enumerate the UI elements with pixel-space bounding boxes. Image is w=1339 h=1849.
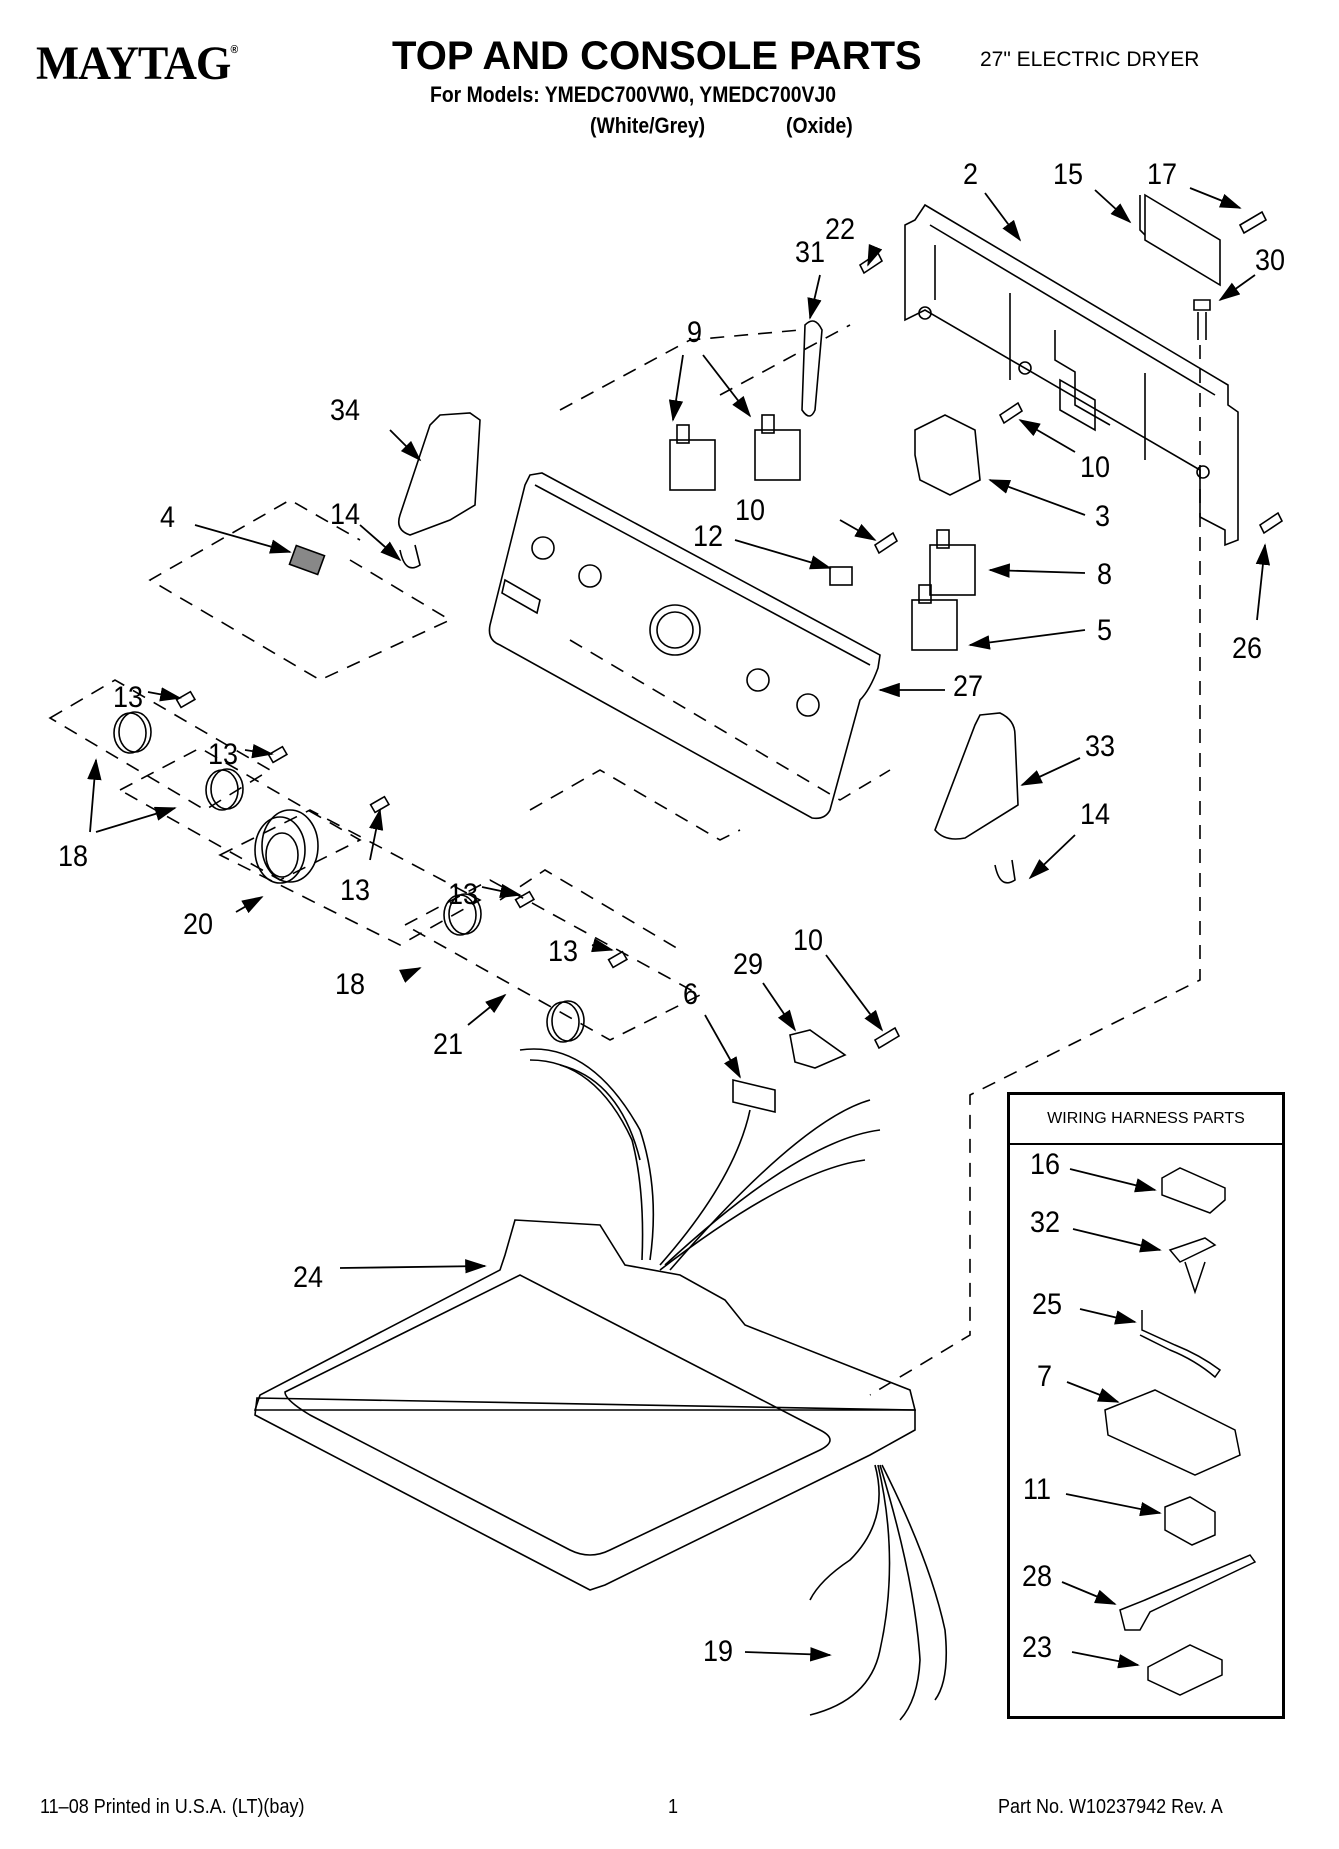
callout-18-right: 18 [335,968,366,1001]
registered-mark: ® [230,44,238,56]
console-panel [488,472,881,820]
harness-callout-16: 16 [1030,1148,1061,1181]
leader-arrows [87,187,1271,1669]
callout-6: 6 [683,978,699,1011]
wiring-harness-parts-box: WIRING HARNESS PARTS [1007,1092,1285,1719]
part-14-clip-left [399,544,421,569]
part-number: Part No. W10237942 Rev. A [998,1796,1223,1818]
brand-name: MAYTAG [36,37,231,90]
callout-12: 12 [693,520,724,553]
control-panel-backplate [904,203,1239,547]
part-28-drawing [1119,1554,1257,1631]
callout-21: 21 [433,1028,464,1061]
product-type: 27" ELECTRIC DRYER [980,48,1200,71]
page-title: TOP AND CONSOLE PARTS [392,34,922,78]
callout-34: 34 [330,394,361,427]
callout-13-c: 13 [340,874,371,907]
callout-10-upper: 10 [1080,451,1111,484]
part-34-end-cap [397,412,481,536]
callout-14-left: 14 [330,498,361,531]
part-24-top-panel [253,1219,917,1591]
callout-4: 4 [160,501,176,534]
callout-31: 31 [795,236,826,269]
callout-27: 27 [953,670,984,703]
callout-13-b: 13 [208,738,239,771]
harness-box-title: WIRING HARNESS PARTS [1010,1095,1282,1145]
callout-26: 26 [1232,632,1263,665]
assembly-lines [48,324,1201,1396]
callout-13-a: 13 [113,681,144,714]
callout-17: 17 [1147,158,1178,191]
variant-white-grey: (White/Grey) [590,113,706,138]
wire-harness-upper [519,1029,881,1271]
harness-callout-28: 28 [1022,1560,1053,1593]
callout-22: 22 [825,213,856,246]
part-31-bracket [801,320,823,417]
maytag-logo: MAYTAG® [36,36,238,91]
switch-blocks [669,414,976,651]
part-4-lens [288,544,326,576]
spring-clips [175,690,629,969]
callout-5: 5 [1097,614,1113,647]
print-info: 11–08 Printed in U.S.A. (LT)(bay) [40,1796,305,1818]
part-3-selector [914,414,981,496]
callout-13-e: 13 [548,935,579,968]
callout-8: 8 [1097,558,1113,591]
harness-callout-23: 23 [1022,1631,1053,1664]
harness-callout-7: 7 [1037,1360,1053,1393]
harness-part-drawings [1104,1167,1257,1696]
harness-callout-11: 11 [1023,1473,1052,1506]
variant-oxide: (Oxide) [786,113,853,138]
page-number: 1 [668,1796,679,1818]
callout-15: 15 [1053,158,1084,191]
callout-10-middle: 10 [735,494,766,527]
part-7-drawing [1104,1389,1241,1476]
models-line: For Models: YMEDC700VW0, YMEDC700VJ0 [430,82,836,107]
part-32-drawing [1168,1237,1217,1295]
callout-14-right: 14 [1080,798,1111,831]
callout-3: 3 [1095,500,1111,533]
callout-18-left: 18 [58,840,89,873]
callout-33: 33 [1085,730,1116,763]
part-14-clip-right [994,859,1016,884]
part-19-lower-harness [809,1464,948,1721]
callout-9: 9 [687,316,703,349]
part-15-board [1139,193,1221,287]
knobs [113,711,585,1043]
harness-callout-32: 32 [1030,1206,1061,1239]
part-33-end-cap [934,712,1019,840]
part-12-connector [829,566,853,586]
callout-20: 20 [183,908,214,941]
harness-callout-25: 25 [1032,1288,1063,1321]
callout-30: 30 [1255,244,1286,277]
callout-2: 2 [963,158,979,191]
part-25-drawing [1139,1310,1222,1379]
callout-19: 19 [703,1635,734,1668]
part-16-drawing [1161,1167,1226,1214]
part-11-drawing [1164,1496,1216,1546]
callout-13-d: 13 [448,878,479,911]
callout-29: 29 [733,948,764,981]
part-23-drawing [1147,1644,1223,1696]
callout-24: 24 [293,1261,324,1294]
screws [858,210,1284,1050]
callout-10-lower: 10 [793,924,824,957]
